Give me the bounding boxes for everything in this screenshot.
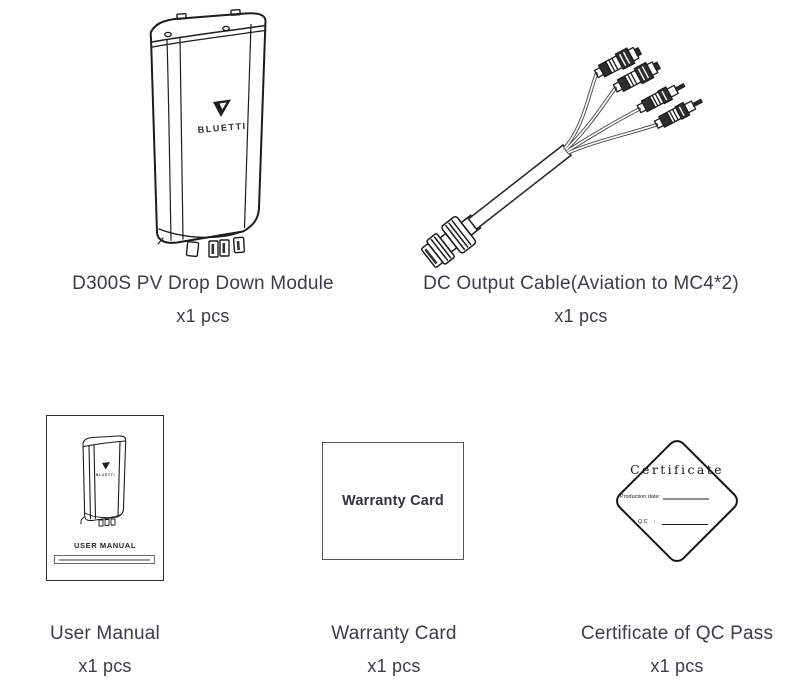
manual-brand-text: BLUETTI	[96, 473, 115, 477]
certificate-qc-label: Q.C	[638, 519, 648, 525]
manual-fineprint-box	[54, 555, 155, 564]
item-qty: x1 pcs	[650, 656, 704, 676]
item-qty: x1 pcs	[176, 306, 230, 326]
caption-module: D300S PV Drop Down Module x1 pcs	[28, 273, 378, 327]
manual-title: USER MANUAL	[73, 541, 136, 550]
cable-illustration	[421, 46, 703, 268]
module-brand-text: BLUETTI	[197, 121, 247, 135]
bluetti-logo-icon: BLUETTI	[197, 99, 247, 135]
certificate-production-line	[663, 498, 710, 500]
item-qty: x1 pcs	[554, 306, 608, 326]
caption-certificate: Certificate of QC Pass x1 pcs	[565, 623, 788, 677]
item-name: Warranty Card	[331, 623, 457, 644]
module-illustration: BLUETTI	[149, 9, 267, 258]
caption-warranty: Warranty Card x1 pcs	[307, 623, 481, 677]
item-name: DC Output Cable(Aviation to MC4*2)	[423, 273, 739, 294]
cable-wires	[563, 72, 659, 155]
mc4-connector-female	[612, 61, 661, 93]
caption-user-manual: User Manual x1 pcs	[15, 623, 195, 677]
certificate-qc-row: Q.C :	[638, 519, 709, 525]
manual-fineprint-line	[59, 558, 150, 561]
certificate-illustration: Certificate Production date: Q.C :	[608, 433, 746, 569]
certificate-production-label: Production date:	[620, 494, 661, 500]
caption-cable: DC Output Cable(Aviation to MC4*2) x1 pc…	[394, 273, 768, 327]
certificate-title: Certificate	[630, 462, 724, 477]
certificate-qc-colon: :	[653, 519, 656, 525]
mc4-connector-female	[593, 46, 642, 79]
item-name: User Manual	[50, 623, 160, 644]
mc4-connector-male	[653, 98, 703, 129]
item-qty: x1 pcs	[367, 656, 421, 676]
certificate-production-row: Production date:	[620, 494, 710, 500]
warranty-card-label: Warranty Card	[342, 493, 444, 509]
aviation-connector	[421, 214, 482, 268]
item-name: D300S PV Drop Down Module	[72, 273, 334, 294]
certificate-diamond	[611, 435, 743, 567]
manual-mini-device: BLUETTI	[80, 435, 127, 527]
item-qty: x1 pcs	[78, 656, 132, 676]
certificate-qc-line	[662, 524, 709, 525]
mc4-connector-male	[636, 83, 686, 114]
module-bottom-ports	[185, 236, 246, 258]
item-name: Certificate of QC Pass	[580, 623, 774, 644]
warranty-card-illustration: Warranty Card	[322, 442, 464, 560]
user-manual-illustration: BLUETTI USER MANUAL	[46, 415, 164, 581]
